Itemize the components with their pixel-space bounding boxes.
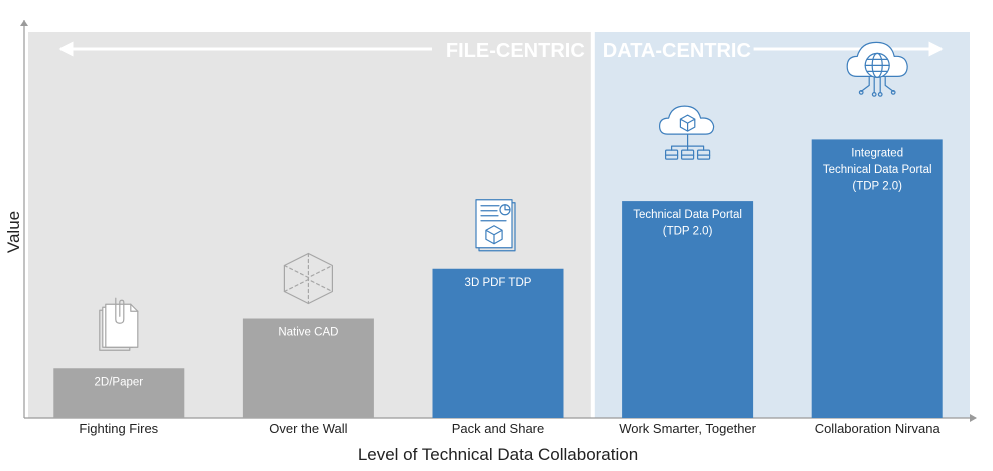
bar-label: Technical Data Portal xyxy=(823,164,932,176)
paper-documents-icon xyxy=(99,297,139,351)
bar-label: 3D PDF TDP xyxy=(465,277,532,289)
bar-label: (TDP 2.0) xyxy=(663,226,713,238)
cloud-globe-icon xyxy=(846,41,908,97)
bar-label: (TDP 2.0) xyxy=(852,180,902,192)
x-axis-arrow xyxy=(970,414,977,422)
x-tick-label: Pack and Share xyxy=(452,421,545,436)
y-axis-arrow xyxy=(20,20,28,26)
bar-label: Native CAD xyxy=(278,327,338,339)
bar-label: 2D/Paper xyxy=(95,376,144,388)
bar-label: Integrated xyxy=(851,147,903,159)
bar-1 xyxy=(53,368,185,418)
x-axis-title: Level of Technical Data Collaboration xyxy=(358,445,638,464)
region-data-centric-label: DATA-CENTRIC xyxy=(603,40,751,62)
bar-4 xyxy=(622,201,754,418)
region-file-centric-label: FILE-CENTRIC xyxy=(446,40,585,62)
cloud-network-icon xyxy=(658,105,715,160)
bar-icons xyxy=(99,41,908,351)
y-axis-title: Value xyxy=(4,211,23,253)
pdf-document-icon xyxy=(475,199,516,252)
bar-2 xyxy=(242,318,374,418)
x-tick-label: Fighting Fires xyxy=(79,421,158,436)
cad-cube-icon xyxy=(283,252,333,305)
x-tick-label: Over the Wall xyxy=(269,421,347,436)
bar-5 xyxy=(811,139,943,418)
x-tick-label: Collaboration Nirvana xyxy=(815,421,941,436)
x-tick-label: Work Smarter, Together xyxy=(619,421,756,436)
bar-3 xyxy=(432,268,564,418)
bar-label: Technical Data Portal xyxy=(633,209,742,221)
